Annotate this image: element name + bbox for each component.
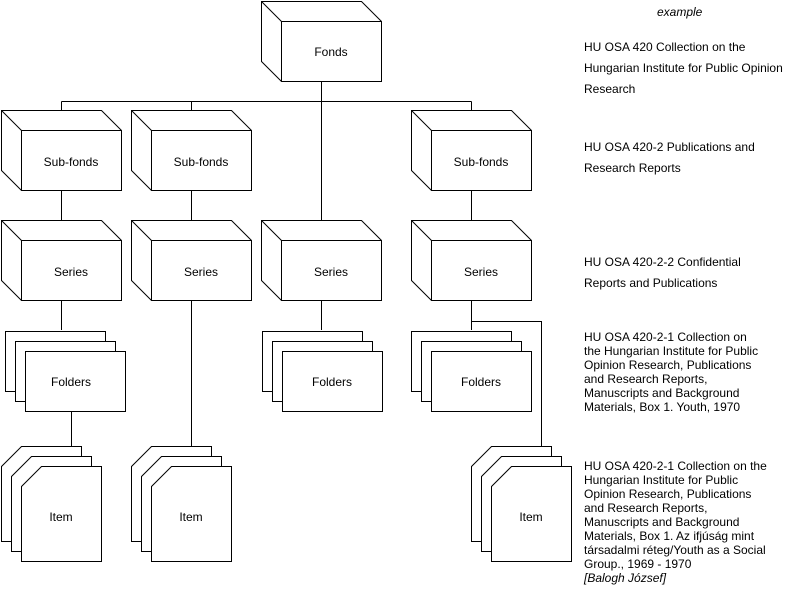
series-node[interactable]: Series	[1, 220, 122, 301]
annotation-line: Group., 1969 - 1970	[584, 557, 692, 571]
annotation-line: Hungarian Institute for Public	[584, 473, 739, 487]
annotation-line: Reports and Publications	[584, 276, 718, 290]
folders-label: Folders	[461, 375, 501, 389]
item-node[interactable]: Item	[471, 446, 572, 562]
subfonds-node[interactable]: Sub-fonds	[1, 110, 122, 191]
annotation-line: Opinion Research, Publications	[584, 358, 752, 372]
item-node[interactable]: Item	[1, 446, 102, 562]
series-label: Series	[464, 265, 498, 279]
annotation-line: HU OSA 420 Collection on the	[584, 40, 746, 54]
annotation-line: Research	[584, 82, 636, 96]
annotation-line: and Research Reports,	[584, 372, 708, 386]
fonds-label: Fonds	[314, 45, 347, 59]
folders-label: Folders	[312, 375, 352, 389]
annotation-line: társadalmi réteg/Youth as a Social	[584, 543, 766, 557]
annotation-line: HU OSA 420-2-1 Collection on	[584, 330, 747, 344]
series-node[interactable]: Series	[411, 220, 532, 301]
series-label: Series	[184, 265, 218, 279]
folders-label: Folders	[51, 375, 91, 389]
annotation-line: HU OSA 420-2 Publications and	[584, 140, 755, 154]
annotation-line: HU OSA 420-2-2 Confidential	[584, 255, 741, 269]
annotation-line: Materials, Box 1. Az ifjúság mint	[584, 529, 755, 543]
annotation-line: Manuscripts and Background	[584, 386, 740, 400]
item-label: Item	[519, 510, 542, 524]
subfonds-label: Sub-fonds	[454, 155, 509, 169]
item-label: Item	[49, 510, 72, 524]
folder-annotation: HU OSA 420-2-1 Collection on the Hungari…	[584, 330, 758, 414]
item-label: Item	[179, 510, 202, 524]
annotation-line: Manuscripts and Background	[584, 515, 740, 529]
subfonds-node[interactable]: Sub-fonds	[411, 110, 532, 191]
subfonds-label: Sub-fonds	[44, 155, 99, 169]
annotation-line: HU OSA 420-2-1 Collection on the	[584, 459, 767, 473]
item-node[interactable]: Item	[131, 446, 232, 562]
series-label: Series	[54, 265, 88, 279]
item-annotation: HU OSA 420-2-1 Collection on the Hungari…	[584, 459, 767, 585]
item-author: [Balogh József]	[584, 571, 667, 585]
series-label: Series	[314, 265, 348, 279]
series-node[interactable]: Series	[131, 220, 252, 301]
fonds-node[interactable]: Fonds	[261, 1, 382, 82]
annotation-line: Materials, Box 1. Youth, 1970	[584, 400, 741, 414]
folders-node[interactable]: Folders	[5, 331, 126, 412]
annotation-line: and Research Reports,	[584, 501, 708, 515]
subfonds-node[interactable]: Sub-fonds	[131, 110, 252, 191]
folders-node[interactable]: Folders	[262, 331, 383, 412]
annotation-line: Opinion Research, Publications	[584, 487, 752, 501]
connector-lines	[61, 81, 542, 446]
example-label: example	[657, 5, 703, 19]
subfonds-annotation: HU OSA 420-2 Publications and Research R…	[584, 137, 755, 179]
subfonds-label: Sub-fonds	[174, 155, 229, 169]
fonds-annotation: HU OSA 420 Collection on the Hungarian I…	[584, 37, 783, 100]
folders-node[interactable]: Folders	[411, 331, 532, 412]
annotation-line: Hungarian Institute for Public Opinion	[584, 61, 783, 75]
annotation-line: the Hungarian Institute for Public	[584, 344, 759, 358]
series-node[interactable]: Series	[261, 220, 382, 301]
series-annotation: HU OSA 420-2-2 Confidential Reports and …	[584, 252, 741, 294]
annotation-line: Research Reports	[584, 161, 681, 175]
